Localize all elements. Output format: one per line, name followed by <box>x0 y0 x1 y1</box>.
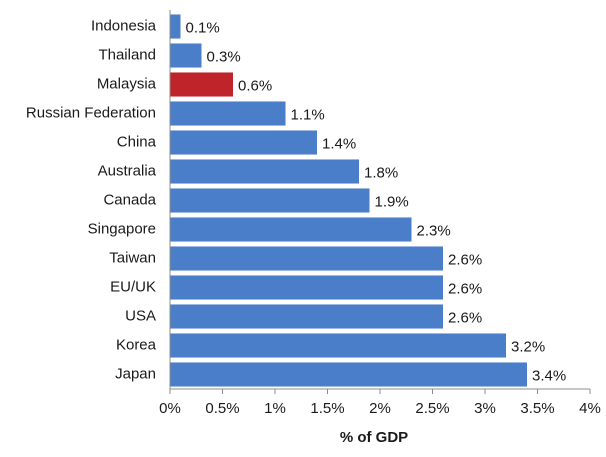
x-axis-title: % of GDP <box>340 429 408 446</box>
data-label: 2.6% <box>448 280 482 297</box>
bar-eu-uk <box>170 275 443 300</box>
x-tick-label: 0.5% <box>205 400 239 417</box>
bar-china <box>170 130 317 155</box>
bar-australia <box>170 159 359 184</box>
data-label: 1.1% <box>291 106 325 123</box>
category-label: China <box>117 133 157 150</box>
data-label: 3.4% <box>532 367 566 384</box>
category-label: Japan <box>115 365 156 382</box>
category-label: USA <box>125 307 156 324</box>
category-label: Australia <box>98 162 157 179</box>
x-tick-label: 2% <box>369 400 391 417</box>
bar-taiwan <box>170 246 443 271</box>
data-label: 1.8% <box>364 164 398 181</box>
category-label: Taiwan <box>109 249 156 266</box>
bar-singapore <box>170 217 412 242</box>
category-label: Russian Federation <box>26 104 156 121</box>
x-tick-label: 1% <box>264 400 286 417</box>
x-tick-label: 4% <box>579 400 601 417</box>
bar-japan <box>170 362 527 387</box>
bar-russian-federation <box>170 101 286 126</box>
category-label: Korea <box>116 336 157 353</box>
data-label: 3.2% <box>511 338 545 355</box>
category-label: Thailand <box>98 46 156 63</box>
bar-korea <box>170 333 506 358</box>
data-label: 2.6% <box>448 251 482 268</box>
bar-thailand <box>170 43 202 68</box>
data-label: 2.6% <box>448 309 482 326</box>
data-label: 1.4% <box>322 135 356 152</box>
bar-canada <box>170 188 370 213</box>
data-label: 2.3% <box>417 222 451 239</box>
data-label: 0.3% <box>207 48 241 65</box>
data-label: 0.6% <box>238 77 272 94</box>
data-label: 1.9% <box>375 193 409 210</box>
bar-usa <box>170 304 443 329</box>
category-label: Malaysia <box>97 75 157 92</box>
category-label: Canada <box>103 191 156 208</box>
x-tick-label: 0% <box>159 400 181 417</box>
category-label: Indonesia <box>91 17 157 34</box>
category-label: Singapore <box>88 220 156 237</box>
x-tick-label: 1.5% <box>310 400 344 417</box>
x-tick-label: 3% <box>474 400 496 417</box>
bar-malaysia <box>170 72 233 97</box>
category-label: EU/UK <box>110 278 156 295</box>
data-label: 0.1% <box>186 19 220 36</box>
x-tick-label: 2.5% <box>415 400 449 417</box>
bar-indonesia <box>170 14 181 39</box>
x-tick-label: 3.5% <box>520 400 554 417</box>
